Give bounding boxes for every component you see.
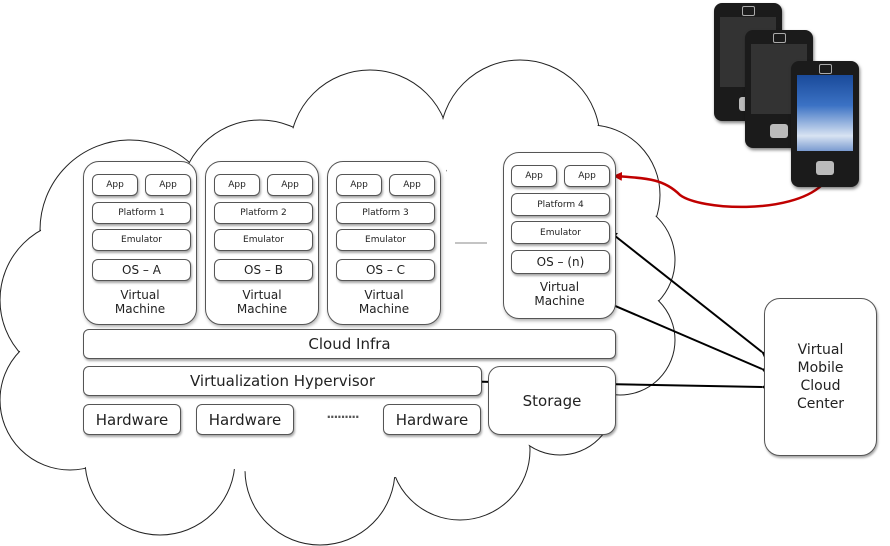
vm-label-line1: Virtual bbox=[242, 288, 282, 302]
app-box: App bbox=[389, 174, 435, 196]
virtual-machine-1: App App Platform 1 Emulator OS – A Virtu… bbox=[83, 161, 197, 325]
app-box: App bbox=[92, 174, 138, 196]
center-label-line1: Virtual bbox=[797, 342, 844, 358]
platform-box: Platform 4 bbox=[511, 193, 610, 216]
device-logo-icon bbox=[742, 6, 755, 16]
virtualization-hypervisor-layer: Virtualization Hypervisor bbox=[83, 366, 482, 396]
storage-box: Storage bbox=[488, 366, 616, 435]
device-logo-icon bbox=[819, 64, 832, 74]
emulator-box: Emulator bbox=[214, 229, 313, 251]
app-box: App bbox=[336, 174, 382, 196]
vm-label-line2: Machine bbox=[114, 302, 166, 316]
virtual-machine-3: App App Platform 3 Emulator OS – C Virtu… bbox=[327, 161, 441, 325]
center-label-line2: Mobile bbox=[797, 360, 844, 376]
platform-box: Platform 2 bbox=[214, 202, 313, 224]
emulator-box: Emulator bbox=[511, 221, 610, 244]
connector-vm bbox=[591, 295, 771, 376]
virtual-mobile-cloud-center: Virtual Mobile Cloud Center bbox=[764, 298, 877, 456]
os-box: OS – A bbox=[92, 259, 191, 281]
app-box: App bbox=[564, 165, 610, 187]
vm-label-line2: Machine bbox=[358, 302, 410, 316]
center-label-line4: Center bbox=[796, 396, 845, 412]
os-box: OS – B bbox=[214, 259, 313, 281]
vm-label-line1: Virtual bbox=[539, 280, 580, 294]
vm-label-line1: Virtual bbox=[364, 288, 404, 302]
virtual-machine-2: App App Platform 2 Emulator OS – B Virtu… bbox=[205, 161, 319, 325]
os-box: OS – (n) bbox=[511, 250, 610, 274]
hardware-box-3: Hardware bbox=[383, 404, 481, 435]
emulator-box: Emulator bbox=[92, 229, 191, 251]
vm-label-line2: Machine bbox=[534, 294, 585, 308]
virtual-machine-4: App App Platform 4 Emulator OS – (n) Vir… bbox=[503, 152, 616, 319]
hardware-box-1: Hardware bbox=[83, 404, 181, 435]
center-label-line3: Cloud bbox=[800, 378, 841, 394]
emulator-box: Emulator bbox=[336, 229, 435, 251]
app-box: App bbox=[214, 174, 260, 196]
hardware-ellipsis: ········· bbox=[326, 410, 359, 424]
device-to-app-connector bbox=[613, 171, 823, 209]
device-dpad-icon bbox=[770, 124, 788, 138]
os-box: OS – C bbox=[336, 259, 435, 281]
platform-box: Platform 1 bbox=[92, 202, 191, 224]
app-box: App bbox=[145, 174, 191, 196]
app-box: App bbox=[267, 174, 313, 196]
vm-label-line1: Virtual bbox=[120, 288, 160, 302]
app-box: App bbox=[511, 165, 557, 187]
cloud-infra-layer: Cloud Infra bbox=[83, 329, 616, 359]
vm-label-line2: Machine bbox=[236, 302, 288, 316]
platform-box: Platform 3 bbox=[336, 202, 435, 224]
hardware-box-2: Hardware bbox=[196, 404, 294, 435]
device-screen bbox=[797, 75, 853, 151]
mobile-device-icon bbox=[791, 61, 859, 187]
device-dpad-icon bbox=[816, 161, 834, 175]
device-logo-icon bbox=[773, 33, 786, 43]
